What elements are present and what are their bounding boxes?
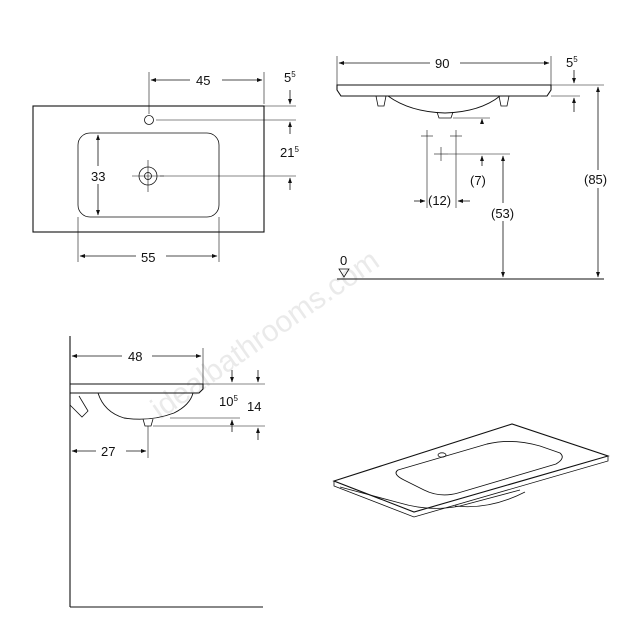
iso-underside [339,486,521,509]
dim-waste-wall-label: 27 [101,444,115,459]
iso-top-outline [332,423,610,513]
dim-tap-offset-label: 45 [196,73,210,88]
dim-bowl-height-label: 33 [91,169,105,184]
dim-total-width-label: 90 [435,56,449,71]
isometric-view [332,423,610,518]
dim-waste-offset-label: (7) [470,173,486,188]
watermark: idealbathrooms.com [145,244,385,426]
front-view-slab [336,84,552,97]
side-view: 48 105 14 27 [69,336,265,608]
top-view-outline [32,105,265,233]
top-view: 45 55 215 33 55 [32,70,299,265]
front-view-bowl [387,95,501,114]
waste-outlet-icon [132,160,164,192]
top-view-bowl [77,132,220,218]
dim-depth-label: 48 [128,349,142,364]
dim-bowl-width-label: 55 [141,250,155,265]
dim-bowl-depth-label: 215 [280,145,299,160]
dim-bowl-inner-label: 105 [219,394,238,409]
side-view-slab [70,383,204,394]
iso-bowl [395,441,563,496]
waste-position-icon [421,130,462,161]
dim-edge-hole-label: 55 [284,70,296,85]
iso-front-edge [333,456,609,518]
dim-thickness-label: 55 [566,55,578,70]
floor-level-label: 0 [340,253,347,268]
iso-tap-hole-icon [437,452,447,458]
side-view-bowl [97,392,194,420]
dim-waste-height-label: (53) [491,206,514,221]
dim-bowl-total-label: 14 [247,399,261,414]
dim-total-height-label: (85) [584,172,607,187]
front-view: 90 55 (7) (12) (53) (85) 0 [336,54,612,280]
tap-hole-icon [144,115,154,125]
floor-level-icon [338,268,350,278]
dim-waste-spacing-label: (12) [428,193,451,208]
